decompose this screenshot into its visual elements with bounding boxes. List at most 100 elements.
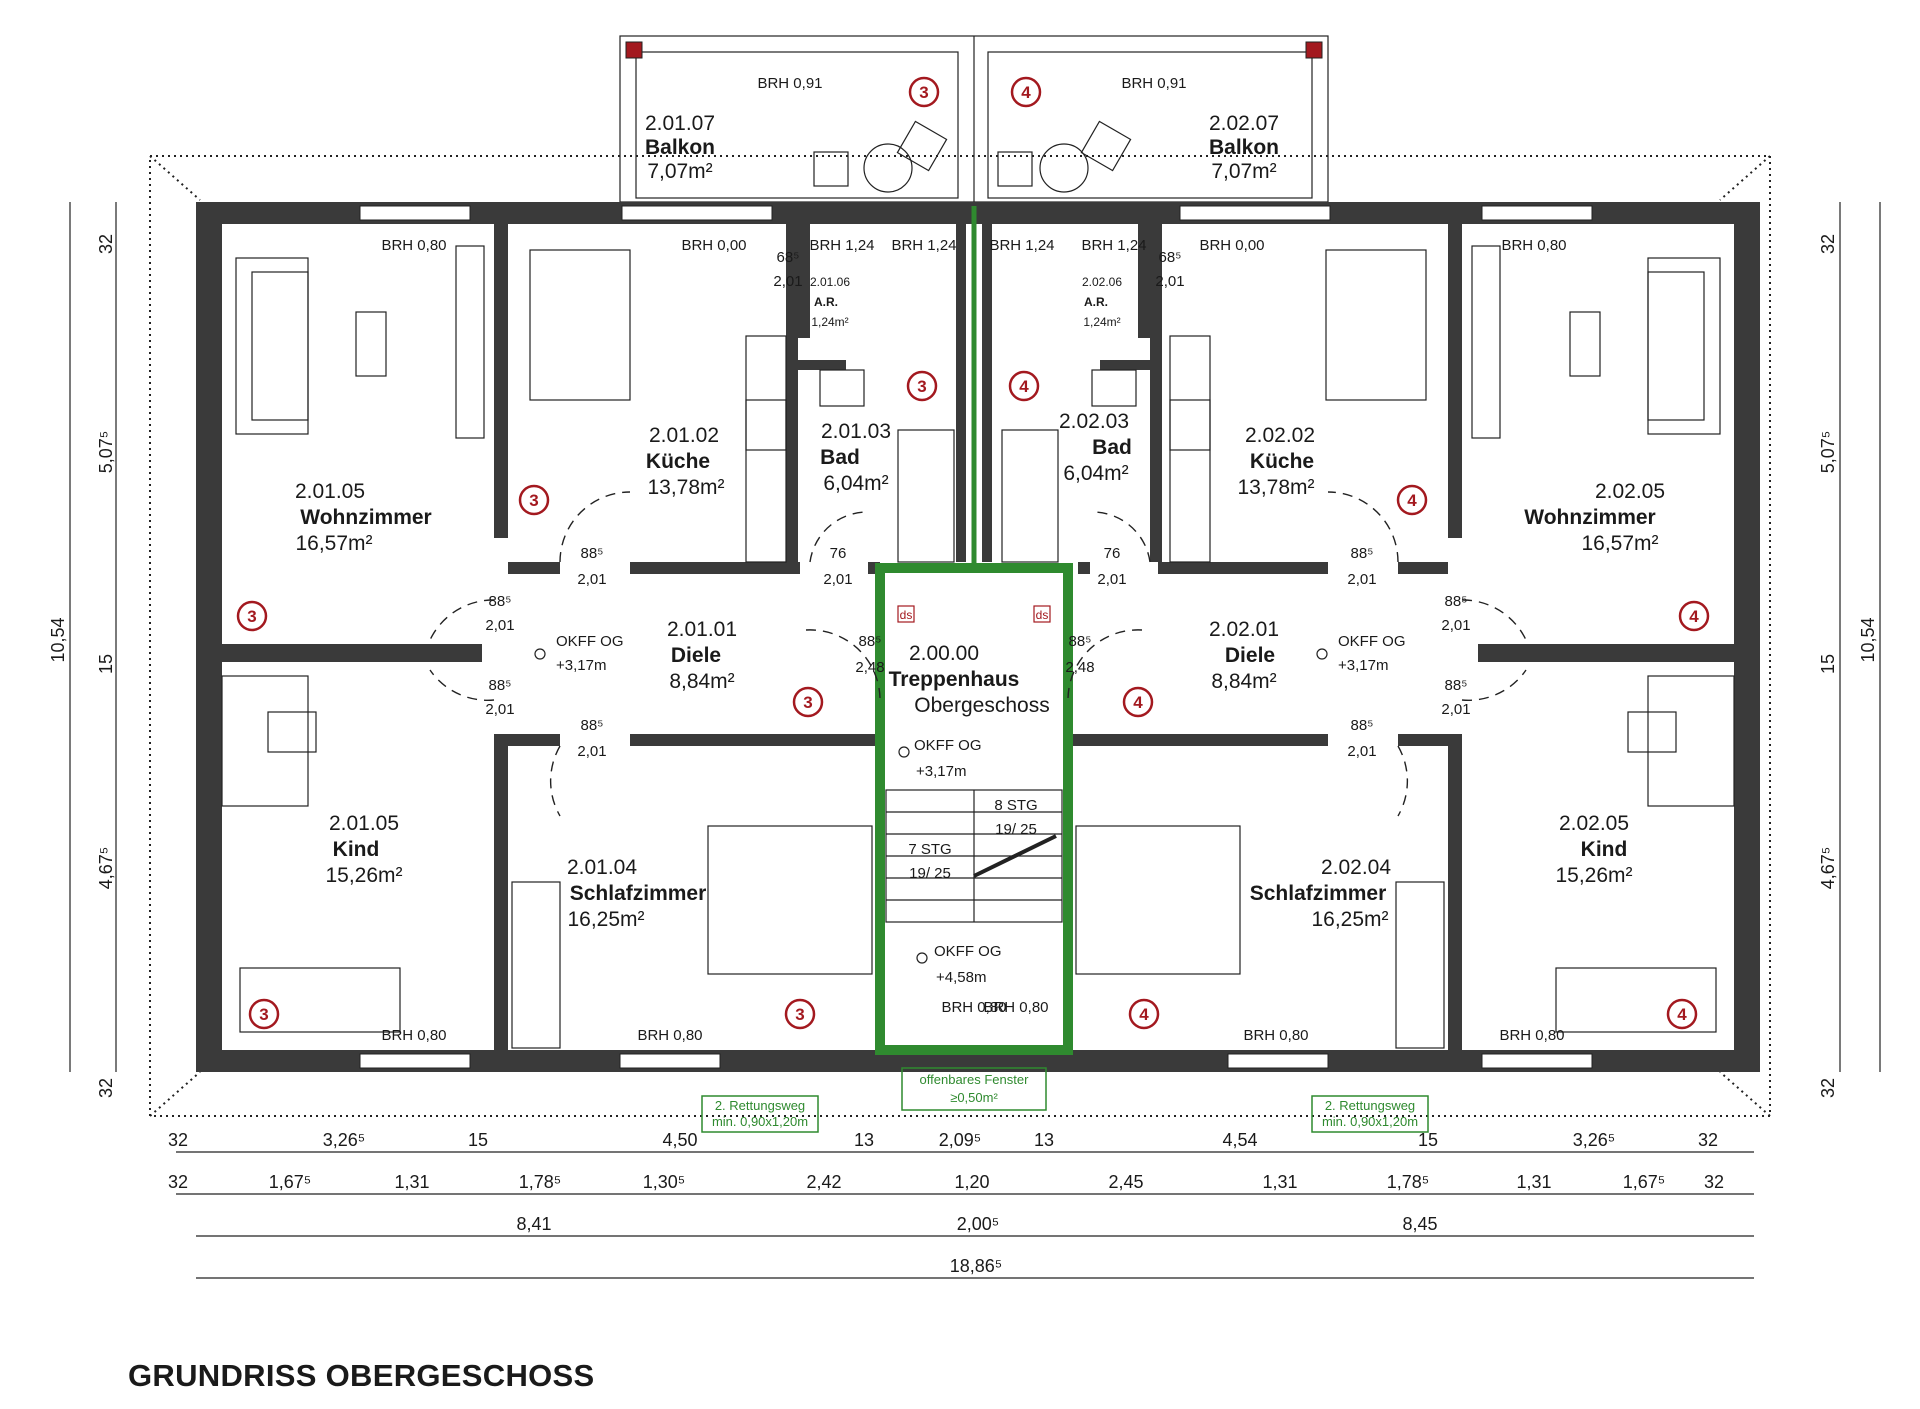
svg-text:BRH 0,80: BRH 0,80: [1501, 237, 1566, 254]
storage-id: 2.02.06: [1082, 275, 1122, 289]
svg-text:32: 32: [168, 1172, 188, 1192]
svg-text:3: 3: [247, 607, 256, 626]
room-area: 16,25m²: [567, 908, 644, 931]
room-area: 15,26m²: [1555, 864, 1632, 887]
unit-badge: 4: [1010, 76, 1042, 108]
room-labels: 2.01.07 Balkon 7,07m² 2.02.07 Balkon 7,0…: [295, 112, 1665, 931]
svg-text:2,00⁵: 2,00⁵: [957, 1214, 1000, 1234]
svg-text:88⁵: 88⁵: [1351, 545, 1374, 562]
plan-title: GRUNDRISS OBERGESCHOSS: [128, 1358, 595, 1393]
room-id: 2.02.03: [1059, 410, 1129, 433]
room-name: Küche: [646, 450, 710, 473]
room-id: 2.02.02: [1245, 424, 1315, 447]
svg-text:1,30⁵: 1,30⁵: [643, 1172, 686, 1192]
room-name: Schlafzimmer: [570, 882, 707, 905]
room-area: 16,57m²: [1581, 532, 1658, 555]
svg-text:4: 4: [1133, 693, 1143, 712]
svg-text:+4,58m: +4,58m: [936, 969, 986, 986]
room-name: Wohnzimmer: [1524, 506, 1655, 529]
svg-text:68⁵: 68⁵: [777, 249, 800, 266]
svg-text:76: 76: [1104, 545, 1121, 562]
svg-text:OKFF OG: OKFF OG: [914, 737, 982, 754]
svg-text:1,78⁵: 1,78⁵: [1387, 1172, 1430, 1192]
svg-text:2,01: 2,01: [1155, 273, 1184, 290]
svg-text:2,48: 2,48: [855, 659, 884, 676]
dims-row1: 32 3,26⁵ 15 4,50 13 2,09⁵ 13 4,54 15 3,2…: [168, 1130, 1718, 1150]
svg-text:BRH 1,24: BRH 1,24: [891, 237, 956, 254]
svg-text:ds: ds: [900, 608, 913, 622]
room-area: 7,07m²: [647, 160, 712, 183]
svg-text:88⁵: 88⁵: [859, 633, 882, 650]
svg-text:88⁵: 88⁵: [1069, 633, 1092, 650]
stair-labels: 8 STG 19/ 25 7 STG 19/ 25 BRH 0,80 ds ds: [900, 608, 1049, 1016]
storage-area: 1,24m²: [811, 315, 848, 329]
svg-text:min. 0,90x1,20m: min. 0,90x1,20m: [1322, 1114, 1418, 1129]
svg-text:OKFF OG: OKFF OG: [1338, 633, 1406, 650]
svg-text:2,48: 2,48: [1065, 659, 1094, 676]
svg-text:ds: ds: [1036, 608, 1049, 622]
roof-outline: [149, 155, 1771, 1117]
unit-badge: 3: [518, 484, 550, 516]
svg-text:+3,17m: +3,17m: [916, 763, 966, 780]
svg-text:2,01: 2,01: [1097, 571, 1126, 588]
svg-text:4,50: 4,50: [662, 1130, 697, 1150]
room-name: Bad: [1092, 436, 1132, 459]
svg-text:2. Rettungsweg: 2. Rettungsweg: [1325, 1098, 1415, 1113]
svg-text:3: 3: [529, 491, 538, 510]
svg-text:88⁵: 88⁵: [1351, 717, 1374, 734]
room-name: Balkon: [1209, 136, 1279, 159]
storage-id: 2.01.06: [810, 275, 850, 289]
room-id: 2.01.03: [821, 420, 891, 443]
unit-badge: 3: [908, 76, 940, 108]
svg-text:2,01: 2,01: [773, 273, 802, 290]
svg-text:1,31: 1,31: [394, 1172, 429, 1192]
svg-text:3: 3: [795, 1005, 804, 1024]
room-area: Obergeschoss: [914, 694, 1049, 717]
unit-badge: 4: [1122, 686, 1154, 718]
svg-text:76: 76: [830, 545, 847, 562]
svg-text:3: 3: [919, 83, 928, 102]
balconies: [619, 35, 1329, 203]
room-name: Diele: [671, 644, 721, 667]
svg-text:≥0,50m²: ≥0,50m²: [950, 1090, 998, 1105]
svg-text:32: 32: [1818, 1078, 1838, 1098]
svg-text:1,67⁵: 1,67⁵: [269, 1172, 312, 1192]
svg-text:BRH 1,24: BRH 1,24: [809, 237, 874, 254]
room-area: 8,84m²: [1211, 670, 1276, 693]
svg-text:88⁵: 88⁵: [581, 717, 604, 734]
room-name: Kind: [1581, 838, 1628, 861]
svg-text:1,31: 1,31: [1262, 1172, 1297, 1192]
level-markers: OKFF OG +3,17m OKFF OG +3,17m OKFF OG +3…: [534, 633, 1406, 986]
svg-text:32: 32: [1704, 1172, 1724, 1192]
svg-text:2,01: 2,01: [1347, 571, 1376, 588]
svg-text:4: 4: [1689, 607, 1699, 626]
unit-badge: 4: [1666, 998, 1698, 1030]
furniture: [221, 245, 1735, 1049]
svg-text:2,45: 2,45: [1108, 1172, 1143, 1192]
svg-text:88⁵: 88⁵: [1445, 677, 1468, 694]
door-labels: 88⁵ 2,01 88⁵ 2,01 88⁵ 2,01 88⁵ 2,01 68⁵ …: [485, 249, 1470, 760]
svg-text:BRH 0,91: BRH 0,91: [1121, 75, 1186, 92]
svg-text:19/ 25: 19/ 25: [995, 821, 1037, 838]
room-area: 13,78m²: [1237, 476, 1314, 499]
svg-text:+3,17m: +3,17m: [1338, 657, 1388, 674]
storage-name: A.R.: [814, 295, 838, 309]
svg-text:2,01: 2,01: [1441, 617, 1470, 634]
dims-row2: 32 1,67⁵ 1,31 1,78⁵ 1,30⁵ 2,42 1,20 2,45…: [168, 1172, 1724, 1192]
svg-text:3: 3: [917, 377, 926, 396]
room-area: 13,78m²: [647, 476, 724, 499]
svg-text:15: 15: [96, 654, 116, 674]
dims-left: 32 5,07⁵ 15 4,67⁵ 32 10,54: [48, 234, 116, 1098]
room-id: 2.01.05: [295, 480, 365, 503]
svg-text:88⁵: 88⁵: [581, 545, 604, 562]
unit-badge: 3: [784, 998, 816, 1030]
unit-badge: 3: [792, 686, 824, 718]
room-area: 6,04m²: [823, 472, 888, 495]
svg-text:4: 4: [1021, 83, 1031, 102]
svg-text:offenbares Fenster: offenbares Fenster: [920, 1072, 1030, 1087]
svg-text:18,86⁵: 18,86⁵: [950, 1256, 1003, 1276]
svg-text:OKFF OG: OKFF OG: [934, 943, 1002, 960]
unit-badge: 3: [236, 600, 268, 632]
dims-row3: 8,41 2,00⁵ 8,45: [516, 1214, 1437, 1234]
